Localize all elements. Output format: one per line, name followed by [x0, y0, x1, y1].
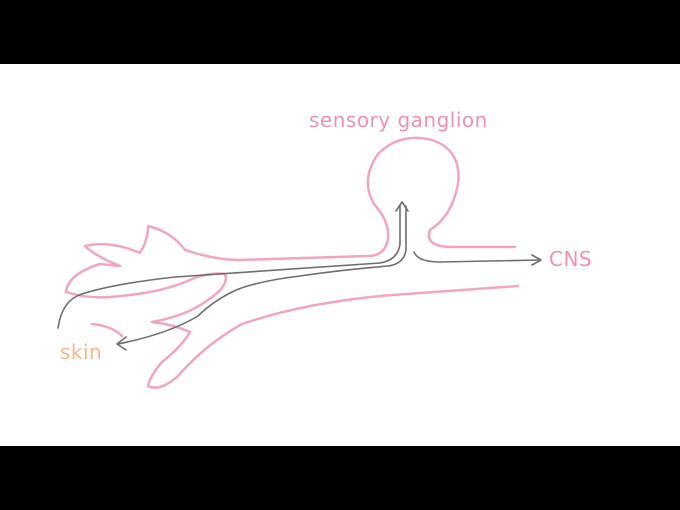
arrowhead-cns-icon	[531, 254, 542, 266]
label-skin: skin	[60, 340, 103, 364]
nerve-outline-lower	[64, 272, 520, 389]
pathway-to-cns	[413, 251, 541, 263]
label-sensory-ganglion: sensory ganglion	[309, 108, 488, 132]
pathway-skin-to-ganglion	[57, 204, 401, 329]
arrowhead-up-icon	[395, 201, 409, 212]
sensory-neuron-diagram	[57, 136, 542, 389]
diagram-canvas: sensory ganglion CNS skin	[0, 64, 680, 446]
label-cns: CNS	[549, 247, 593, 271]
pathway-ganglion-to-skin	[117, 205, 407, 345]
arrowhead-skin-icon	[116, 336, 127, 351]
branch-fork-lower	[90, 322, 124, 338]
nerve-outline-upper	[64, 136, 517, 294]
